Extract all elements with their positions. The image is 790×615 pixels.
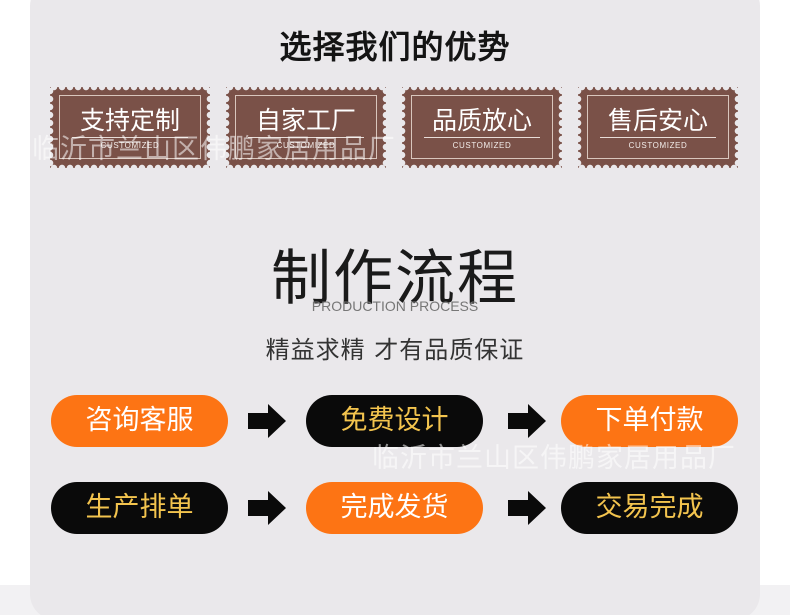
advantage-stamp-factory: 自家工厂 CUSTOMIZED [226, 87, 386, 168]
step-order-payment: 下单付款 [561, 395, 738, 447]
step-consult: 咨询客服 [51, 395, 228, 447]
advantage-sublabel: CUSTOMIZED [452, 141, 512, 150]
advantage-stamp-custom: 支持定制 CUSTOMIZED [50, 87, 210, 168]
advantage-label: 售后安心 [607, 106, 708, 135]
stamp-frame [587, 95, 729, 159]
watermark-text: 临沂市兰山区伟鹏家居用品厂 [32, 134, 396, 165]
arrow-right-icon [248, 404, 286, 438]
advantage-sublabel: CUSTOMIZED [628, 141, 688, 150]
process-heading: 制作流程 [271, 244, 519, 314]
advantage-label: 支持定制 [79, 106, 180, 135]
step-free-design: 免费设计 [306, 395, 483, 447]
step-complete: 交易完成 [561, 482, 738, 534]
process-heading-en: PRODUCTION PROCESS [311, 298, 479, 314]
advantage-label: 自家工厂 [255, 106, 356, 135]
left-margin [0, 315, 30, 585]
watermark-text: 临沂市兰山区伟鹏家居用品厂 [372, 443, 736, 474]
stamp-frame [411, 95, 553, 159]
stamp-frame [59, 95, 201, 159]
step-production: 生产排单 [51, 482, 228, 534]
step-shipping: 完成发货 [306, 482, 483, 534]
stamp-frame [235, 95, 377, 159]
arrow-right-icon [248, 491, 286, 525]
process-slogan: 精益求精 才有品质保证 [265, 336, 525, 364]
stamp-divider [600, 137, 716, 138]
stamp-divider [424, 137, 540, 138]
page-title: 选择我们的优势 [279, 28, 511, 66]
stamp-divider [248, 137, 364, 138]
arrow-right-icon [508, 404, 546, 438]
right-margin [760, 315, 790, 585]
arrow-right-icon [508, 491, 546, 525]
advantage-stamp-aftersales: 售后安心 CUSTOMIZED [578, 87, 738, 168]
stamp-divider [72, 137, 188, 138]
advantage-label: 品质放心 [431, 106, 532, 135]
advantage-sublabel: CUSTOMIZED [276, 141, 336, 150]
advantage-stamp-quality: 品质放心 CUSTOMIZED [402, 87, 562, 168]
advantage-sublabel: CUSTOMIZED [100, 141, 160, 150]
